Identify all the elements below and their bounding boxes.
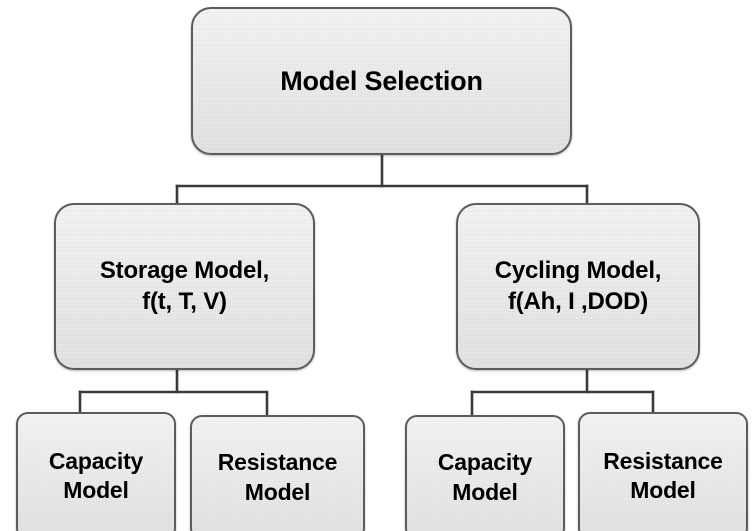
node-cycling-model-line-1: Cycling Model,: [494, 256, 662, 284]
node-cycling-resistance-model-line-2: Model: [630, 477, 696, 503]
node-storage-model[interactable]: Storage Model, f(t, T, V): [54, 203, 315, 370]
node-storage-resistance-model-line-1: Resistance: [217, 449, 338, 476]
node-cycling-resistance-model-line-1: Resistance: [603, 447, 723, 474]
node-model-selection-line-1: Model Selection: [280, 65, 483, 96]
node-model-selection[interactable]: Model Selection: [191, 7, 572, 155]
node-cycling-model-line-2: f(Ah, I ,DOD): [507, 287, 649, 315]
node-storage-capacity-model[interactable]: Capacity Model: [16, 412, 176, 531]
node-storage-resistance-model[interactable]: Resistance Model: [190, 415, 365, 531]
node-storage-model-line-1: Storage Model,: [99, 256, 270, 284]
node-storage-capacity-model-line-2: Model: [63, 477, 129, 503]
node-cycling-capacity-model[interactable]: Capacity Model: [405, 415, 565, 531]
node-storage-capacity-model-line-1: Capacity: [48, 447, 144, 474]
node-cycling-capacity-model-line-1: Capacity: [437, 449, 533, 476]
node-storage-model-line-2: f(t, T, V): [142, 287, 227, 315]
node-cycling-resistance-model[interactable]: Resistance Model: [578, 412, 748, 531]
node-cycling-capacity-model-line-2: Model: [452, 478, 518, 505]
node-storage-resistance-model-line-2: Model: [244, 478, 311, 505]
node-cycling-model[interactable]: Cycling Model, f(Ah, I ,DOD): [456, 203, 700, 370]
